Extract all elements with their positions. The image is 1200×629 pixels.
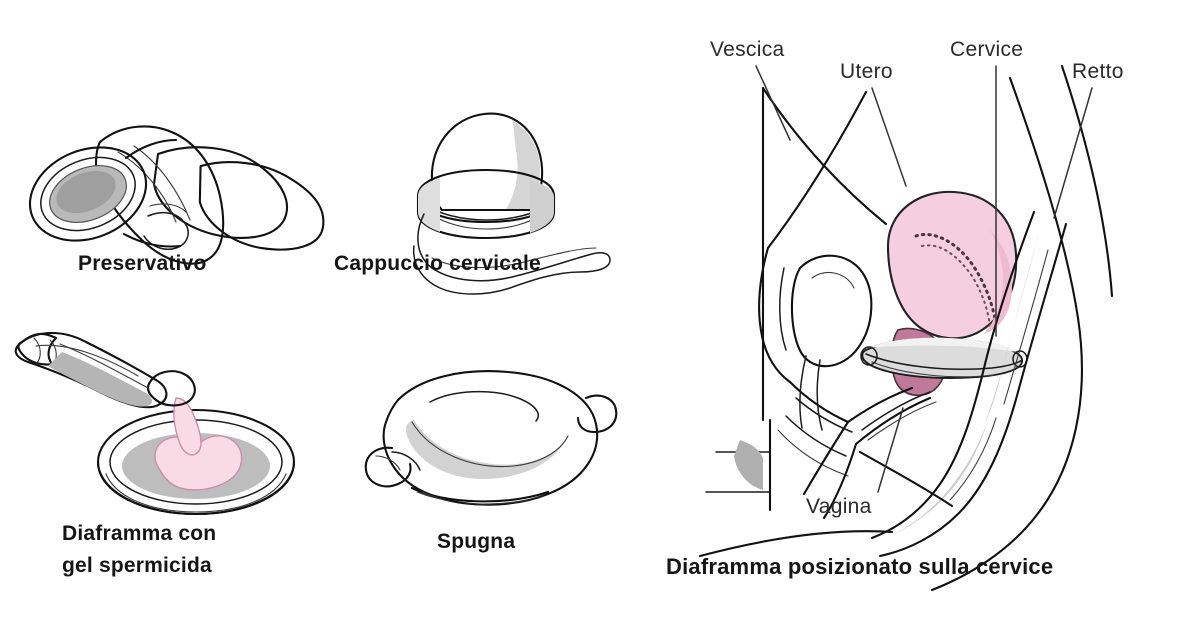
- vagina-structure: [846, 386, 937, 446]
- panel-caption-cervical-cap: Cappuccio cervicale: [334, 252, 541, 275]
- uterine-cavity: [914, 233, 998, 328]
- label-cervice: Cervice: [950, 38, 1023, 61]
- sponge-icon: [364, 370, 618, 506]
- panel-caption-diaphragm-line1: Diaframma con: [62, 522, 216, 545]
- spermicidal-gel-blob: [154, 435, 243, 491]
- label-group-utero: Utero: [840, 60, 907, 187]
- label-group-vagina: Vagina: [806, 407, 904, 518]
- diaphragm-with-gel-icon: [14, 332, 296, 516]
- anatomy-labels: Vescica Utero Cervice Retto Vagina: [710, 38, 1124, 518]
- urethra: [799, 355, 823, 431]
- label-group-vescica: Vescica: [710, 38, 791, 141]
- anatomy-diagram: Vescica Utero Cervice Retto Vagina Diafr…: [666, 38, 1124, 592]
- leader-line-utero: [871, 87, 907, 187]
- panel-cervical-cap: Cappuccio cervicale: [334, 112, 611, 295]
- perineum-contour: [802, 420, 954, 520]
- leader-line-vescica: [755, 65, 791, 141]
- panel-sponge: Spugna: [364, 370, 618, 553]
- label-vagina: Vagina: [806, 495, 872, 518]
- label-group-retto: Retto: [1053, 60, 1124, 219]
- panel-diaphragm-gel: Diaframma con gel spermicida: [14, 332, 296, 577]
- cervical-cap-icon: [412, 112, 611, 295]
- label-group-cervice: Cervice: [950, 38, 1023, 337]
- panel-caption-diaphragm-line2: gel spermicida: [62, 554, 212, 577]
- leader-line-retto: [1053, 87, 1093, 219]
- leader-line-vagina: [877, 407, 904, 493]
- panel-caption-condom: Preservativo: [78, 252, 206, 275]
- uterus-structure: [886, 190, 1018, 340]
- body-contour: [698, 64, 1114, 592]
- label-utero: Utero: [840, 60, 893, 83]
- anatomy-caption: Diaframma posizionato sulla cervice: [666, 554, 1053, 579]
- gel-stream: [173, 397, 202, 456]
- rectum-structure: [870, 210, 1068, 558]
- abdominal-wall: [705, 86, 772, 512]
- panel-condom: Preservativo: [28, 125, 325, 275]
- label-vescica: Vescica: [710, 38, 784, 61]
- condom-icon: [28, 125, 325, 265]
- pubic-bone: [758, 246, 853, 477]
- bladder-structure: [790, 254, 873, 368]
- label-retto: Retto: [1072, 60, 1124, 83]
- panel-caption-sponge: Spugna: [437, 530, 515, 553]
